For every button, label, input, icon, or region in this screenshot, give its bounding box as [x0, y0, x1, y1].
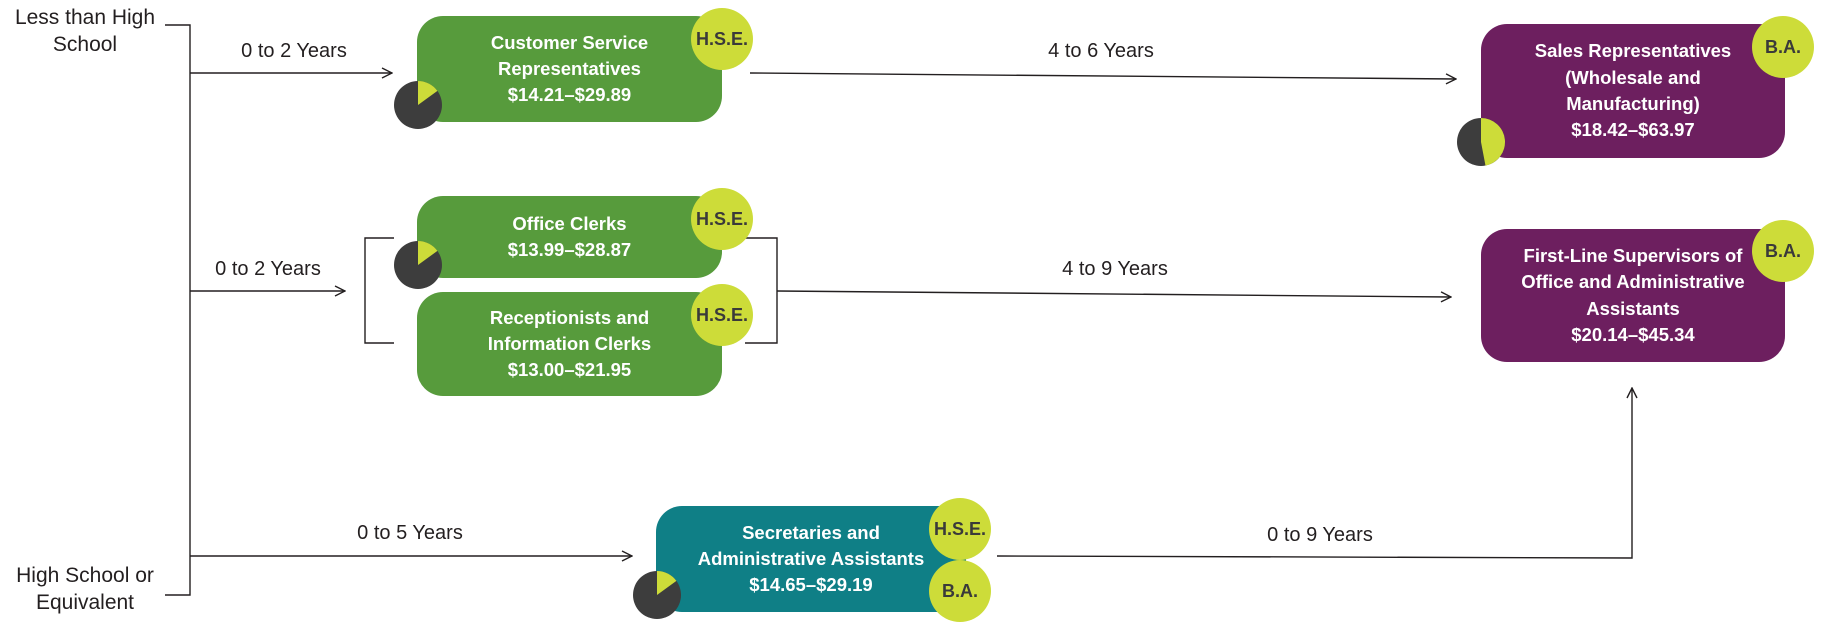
pie-indicator-secretaries	[633, 571, 681, 619]
ba-badge: B.A.	[1752, 220, 1814, 282]
education-bracket	[165, 24, 191, 596]
job-wage: $18.42–$63.97	[1571, 119, 1695, 141]
job-wage: $20.14–$45.34	[1571, 323, 1695, 345]
job-wage: $14.65–$29.19	[749, 574, 873, 596]
duration-secretaries-to-supervisors: 0 to 9 Years	[1267, 524, 1373, 546]
hse-badge: H.S.E.	[691, 188, 753, 250]
duration-to-sales: 4 to 6 Years	[1048, 40, 1154, 62]
job-wage: $13.99–$28.87	[507, 239, 632, 260]
pie-share-slice	[657, 571, 677, 595]
pie-share-slice	[1481, 118, 1505, 166]
ba-badge: B.A.	[1752, 16, 1814, 78]
clerk-group-left-bracket	[364, 237, 394, 344]
job-title: Customer Service Representatives	[490, 31, 649, 79]
job-title: Sales Representatives (Wholesale and Man…	[1534, 40, 1732, 114]
clerk-group-right-bracket	[745, 237, 778, 344]
job-title: Office Clerks	[512, 212, 627, 234]
job-title: First-Line Supervisors of Office and Adm…	[1521, 244, 1745, 319]
hse-badge: H.S.E.	[691, 8, 753, 70]
job-office-clerks: Office Clerks $13.99–$28.87	[417, 196, 722, 278]
job-receptionists: Receptionists and Information Clerks $13…	[417, 292, 722, 396]
job-title: Secretaries and Administrative Assistant…	[697, 521, 925, 569]
job-secretaries: Secretaries and Administrative Assistant…	[656, 506, 966, 612]
duration-middle-entry: 0 to 2 Years	[215, 258, 321, 280]
job-wage: $13.00–$21.95	[507, 359, 632, 381]
hse-badge: H.S.E.	[691, 284, 753, 346]
duration-bottom-entry: 0 to 5 Years	[357, 522, 463, 544]
pie-indicator-office-clerks	[394, 241, 442, 289]
education-hs-equivalent: High School or Equivalent	[16, 564, 154, 615]
job-customer-service: Customer Service Representatives $14.21–…	[417, 16, 722, 122]
hse-badge: H.S.E.	[929, 498, 991, 560]
arrow-to-supervisors	[776, 290, 1451, 297]
duration-to-supervisors: 4 to 9 Years	[1062, 258, 1168, 280]
pie-indicator-customer-service	[394, 81, 442, 129]
job-wage: $14.21–$29.89	[507, 84, 632, 106]
pie-indicator-sales-reps	[1457, 118, 1505, 166]
education-less-than-hs: Less than High School	[14, 6, 156, 57]
job-supervisors: First-Line Supervisors of Office and Adm…	[1481, 229, 1785, 362]
duration-top-entry: 0 to 2 Years	[241, 40, 347, 62]
job-sales-reps: Sales Representatives (Wholesale and Man…	[1481, 24, 1785, 158]
ba-badge: B.A.	[929, 560, 991, 622]
arrow-secretaries-to-supervisors	[996, 388, 1632, 559]
job-title: Receptionists and Information Clerks	[487, 306, 652, 354]
arrow-to-sales	[749, 72, 1456, 79]
pie-share-slice	[418, 241, 438, 265]
pie-share-slice	[418, 81, 438, 105]
